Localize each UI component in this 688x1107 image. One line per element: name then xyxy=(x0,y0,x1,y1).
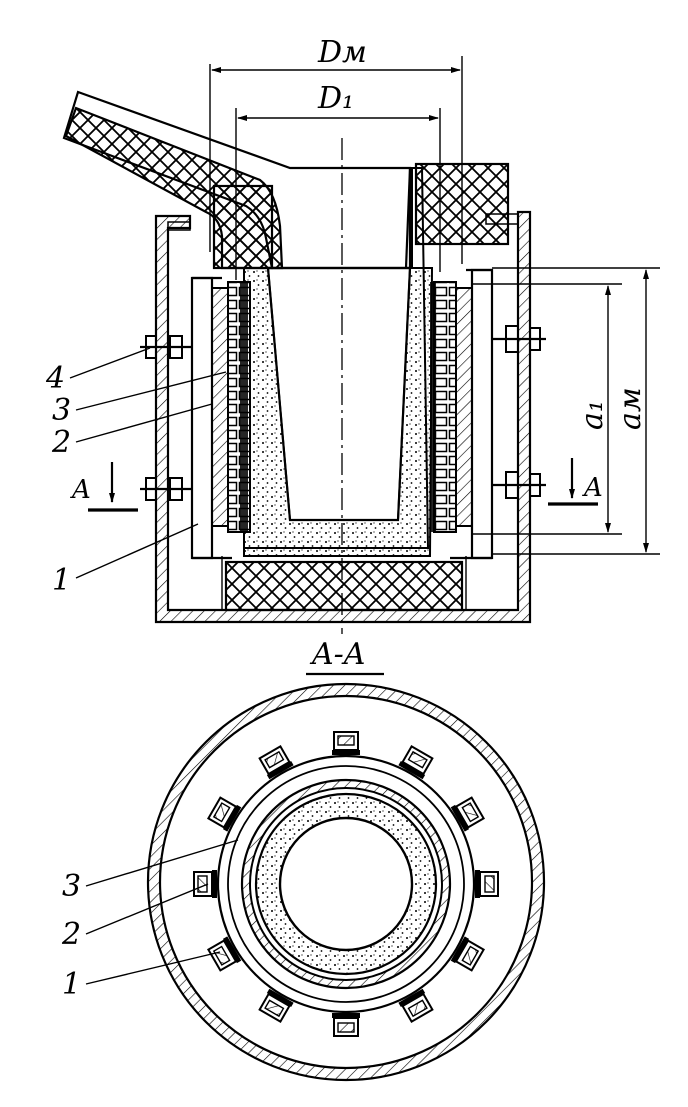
leader-1 xyxy=(75,523,199,579)
leader-3 xyxy=(75,371,227,411)
magnetic-core-package xyxy=(258,988,294,1024)
magnetic-core-package xyxy=(332,1013,360,1037)
crucible-cavity xyxy=(266,267,412,522)
inductor-coil-right xyxy=(433,281,457,533)
magnetic-core-package xyxy=(206,936,242,972)
label-b2: 2 xyxy=(61,917,81,952)
label-am: aм xyxy=(613,387,648,430)
bolt-left-bottom xyxy=(140,477,192,501)
label-b3: 3 xyxy=(62,869,81,904)
magnetic-core-package xyxy=(332,731,360,755)
label-b1: 1 xyxy=(62,967,81,1002)
coil-insulation-left xyxy=(240,282,248,532)
leader-b2 xyxy=(85,883,209,935)
support-plate-left xyxy=(190,276,214,560)
bolt-right-top xyxy=(492,325,546,353)
label-n4: 4 xyxy=(45,361,65,396)
magnetic-core-package xyxy=(258,744,294,780)
bolt-right-bottom xyxy=(492,471,546,499)
label-d1: D₁ xyxy=(317,81,354,116)
label-n3: 3 xyxy=(52,393,71,428)
label-a1: a₁ xyxy=(575,400,610,430)
magnetic-core-package xyxy=(398,744,434,780)
magnetic-cores-ring xyxy=(193,731,499,1037)
label-n2: 2 xyxy=(51,425,71,460)
magnetic-core-package xyxy=(450,796,486,832)
magnetic-core-package xyxy=(475,870,499,898)
label-dm: Dм xyxy=(317,35,367,70)
magnetic-core-package xyxy=(206,796,242,832)
leader-2 xyxy=(75,403,213,443)
bottom-refractory-block xyxy=(224,560,464,612)
leader-b3 xyxy=(85,839,239,887)
magnetic-core-package xyxy=(398,988,434,1024)
vertical-section: Dм D₁ a₁ aм A A 4 3 2 1 xyxy=(45,35,660,634)
leader-b1 xyxy=(85,951,221,985)
bolt-left-top xyxy=(140,335,192,359)
top-cap-left-block xyxy=(212,184,274,270)
section-aa: A-A 3 2 1 xyxy=(61,637,546,1082)
leader-4 xyxy=(69,347,151,379)
label-section-a-right: A xyxy=(582,473,603,503)
support-plate-right xyxy=(470,268,494,560)
casing-inner-left-lip xyxy=(167,221,191,231)
label-n1: 1 xyxy=(52,563,71,598)
label-section-a-left: A xyxy=(70,475,91,505)
magnetic-core-package xyxy=(450,936,486,972)
magnetic-core-right xyxy=(455,287,473,527)
label-section-title: A-A xyxy=(309,637,365,672)
magnetic-core-package xyxy=(193,870,217,898)
crucible-bore xyxy=(278,816,414,952)
magnetic-core-left xyxy=(211,287,229,527)
coil-insulation-right xyxy=(430,282,436,532)
crucible-rim-top xyxy=(404,167,412,269)
